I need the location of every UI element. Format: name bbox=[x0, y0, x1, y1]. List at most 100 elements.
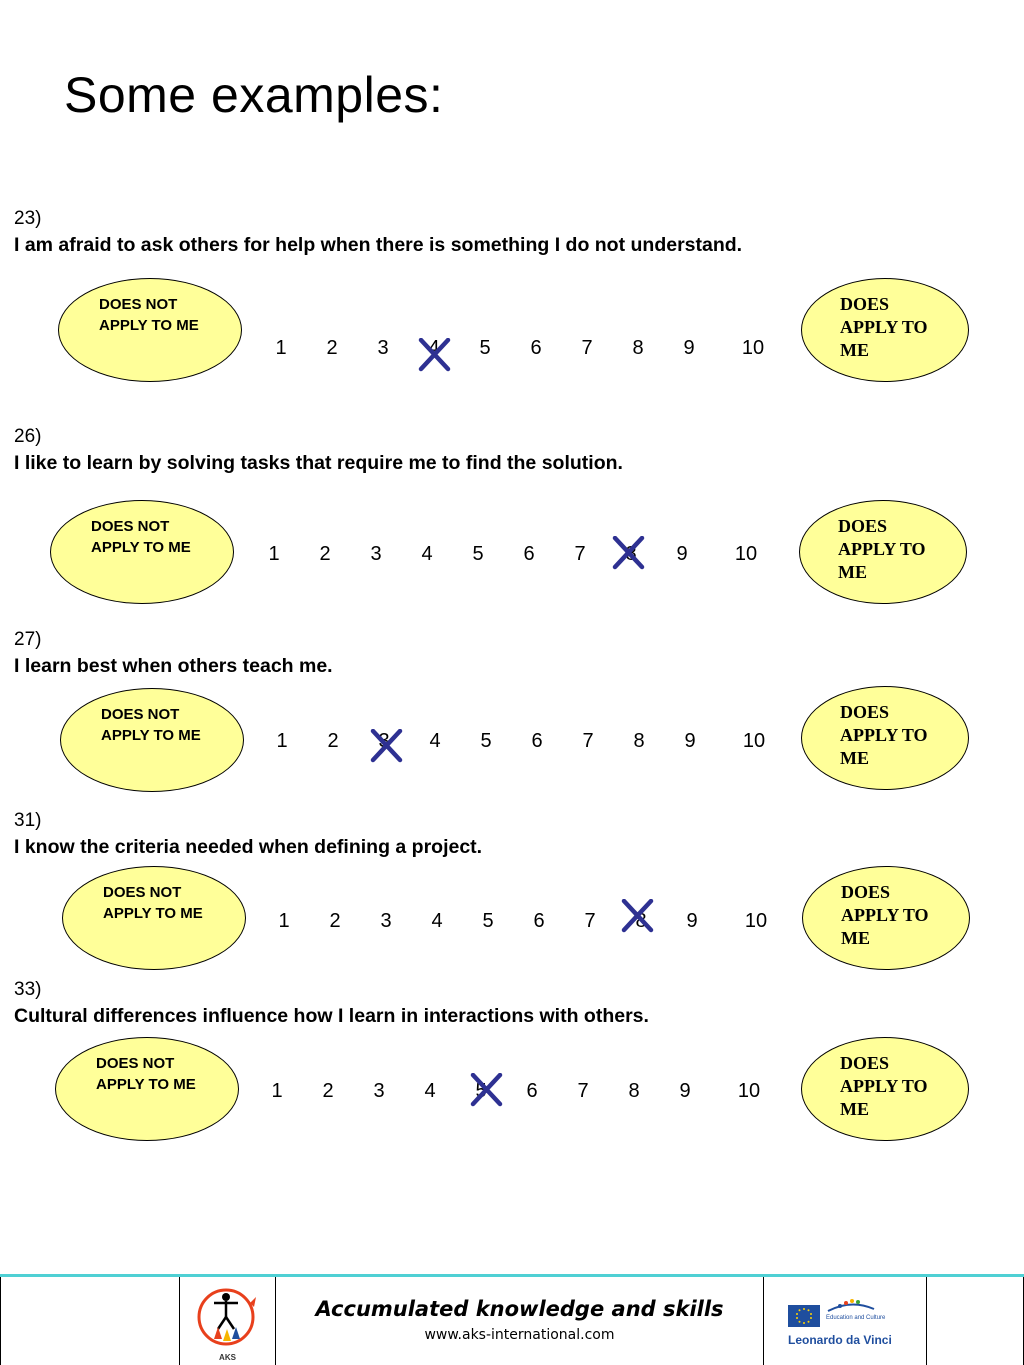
scale-option-9[interactable]: 9 bbox=[676, 543, 688, 565]
scale-option-1[interactable]: 1 bbox=[276, 730, 288, 752]
scale-option-2[interactable]: 2 bbox=[327, 730, 339, 752]
question-text: I learn best when others teach me. bbox=[14, 655, 333, 677]
scale-option-6[interactable]: 6 bbox=[526, 1080, 538, 1102]
question-number: 27) bbox=[14, 629, 42, 650]
selected-x-mark-icon bbox=[612, 536, 646, 570]
scale-option-10[interactable]: 10 bbox=[741, 337, 765, 359]
question-item: 23) I am afraid to ask others for help wh… bbox=[0, 208, 1024, 398]
question-item: 33)Cultural differences influence how I … bbox=[0, 979, 1024, 1169]
question-text: I like to learn by solving tasks that re… bbox=[14, 452, 623, 474]
scale-option-2[interactable]: 2 bbox=[319, 543, 331, 565]
does-not-apply-label: DOES NOT APPLY TO ME bbox=[96, 1055, 196, 1093]
does-not-apply-label: DOES NOT APPLY TO ME bbox=[103, 884, 203, 922]
scale-option-9[interactable]: 9 bbox=[679, 1080, 691, 1102]
scale-option-10[interactable]: 10 bbox=[742, 730, 766, 752]
scale-option-4[interactable]: 4 bbox=[421, 543, 433, 565]
does-not-apply-oval[interactable]: DOES NOT APPLY TO ME bbox=[50, 500, 234, 604]
scale-option-1[interactable]: 1 bbox=[268, 543, 280, 565]
scale-option-1[interactable]: 1 bbox=[275, 337, 287, 359]
scale-option-10[interactable]: 10 bbox=[737, 1080, 761, 1102]
eu-caption: Education and Culture bbox=[826, 1315, 886, 1321]
scale-option-5[interactable]: 5 bbox=[480, 730, 492, 752]
question-number: 23) bbox=[14, 208, 42, 229]
page-title: Some examples: bbox=[64, 67, 444, 123]
question-item: 26) I like to learn by solving tasks that… bbox=[0, 426, 1024, 616]
does-not-apply-label: DOES NOT APPLY TO ME bbox=[101, 706, 201, 744]
scale-option-3[interactable]: 3 bbox=[377, 337, 389, 359]
does-apply-label: DOES APPLY TO ME bbox=[838, 516, 926, 582]
does-apply-oval[interactable]: DOES APPLY TO ME bbox=[801, 1037, 969, 1141]
scale-option-1[interactable]: 1 bbox=[271, 1080, 283, 1102]
scale-option-8[interactable]: 8 bbox=[632, 337, 644, 359]
question-text: I know the criteria needed when defining… bbox=[14, 836, 483, 858]
scale-option-5[interactable]: 5 bbox=[479, 337, 491, 359]
does-not-apply-oval[interactable]: DOES NOT APPLY TO ME bbox=[58, 278, 242, 382]
scale-option-7[interactable]: 7 bbox=[582, 730, 594, 752]
eu-flag-icon bbox=[788, 1305, 820, 1327]
footer-eu-logo-cell: Education and Culture Leonardo da Vinci bbox=[764, 1277, 927, 1365]
scale-option-2[interactable]: 2 bbox=[329, 910, 341, 932]
selected-x-mark-icon bbox=[370, 729, 404, 763]
scale-option-8[interactable]: 8 bbox=[633, 730, 645, 752]
scale-option-7[interactable]: 7 bbox=[584, 910, 596, 932]
selected-x-mark-icon bbox=[470, 1073, 504, 1107]
scale-option-3[interactable]: 3 bbox=[380, 910, 392, 932]
scale-option-2[interactable]: 2 bbox=[322, 1080, 334, 1102]
rating-scale: 1 2 3 4 5 6 7 8 9 10 bbox=[266, 337, 776, 367]
does-not-apply-label: DOES NOT APPLY TO ME bbox=[99, 296, 199, 334]
does-apply-label: DOES APPLY TO ME bbox=[840, 294, 928, 360]
scale-option-5[interactable]: 5 bbox=[472, 543, 484, 565]
scale-option-1[interactable]: 1 bbox=[278, 910, 290, 932]
scale-option-4[interactable]: 4 bbox=[424, 1080, 436, 1102]
leonardo-swoosh-icon bbox=[827, 1299, 875, 1312]
question-number: 31) bbox=[14, 810, 42, 831]
scale-option-6[interactable]: 6 bbox=[533, 910, 545, 932]
scale-option-10[interactable]: 10 bbox=[734, 543, 758, 565]
scale-option-3[interactable]: 3 bbox=[370, 543, 382, 565]
question-number: 26) bbox=[14, 426, 42, 447]
scale-option-2[interactable]: 2 bbox=[326, 337, 338, 359]
footer-title-cell: Accumulated knowledge and skills www.aks… bbox=[276, 1277, 764, 1365]
scale-option-6[interactable]: 6 bbox=[530, 337, 542, 359]
scale-option-6[interactable]: 6 bbox=[531, 730, 543, 752]
does-apply-label: DOES APPLY TO ME bbox=[840, 702, 928, 768]
does-not-apply-oval[interactable]: DOES NOT APPLY TO ME bbox=[55, 1037, 239, 1141]
scale-option-7[interactable]: 7 bbox=[577, 1080, 589, 1102]
scale-option-7[interactable]: 7 bbox=[581, 337, 593, 359]
scale-option-4[interactable]: 4 bbox=[428, 337, 440, 359]
does-apply-label: DOES APPLY TO ME bbox=[841, 882, 929, 948]
footer-aks-logo-cell: AKS bbox=[180, 1277, 276, 1365]
does-apply-oval[interactable]: DOES APPLY TO ME bbox=[801, 686, 969, 790]
question-text: I am afraid to ask others for help when … bbox=[14, 234, 743, 256]
scale-option-8[interactable]: 8 bbox=[628, 1080, 640, 1102]
question-text: Cultural differences influence how I lea… bbox=[14, 1005, 649, 1027]
scale-option-5[interactable]: 5 bbox=[475, 1080, 487, 1102]
scale-option-4[interactable]: 4 bbox=[431, 910, 443, 932]
does-apply-oval[interactable]: DOES APPLY TO ME bbox=[799, 500, 967, 604]
aks-logo-label: AKS bbox=[219, 1353, 236, 1362]
aks-logo-icon bbox=[197, 1288, 256, 1346]
scale-option-10[interactable]: 10 bbox=[744, 910, 768, 932]
footer-empty-cell-right bbox=[927, 1277, 1024, 1365]
scale-option-7[interactable]: 7 bbox=[574, 543, 586, 565]
scale-option-9[interactable]: 9 bbox=[684, 730, 696, 752]
does-apply-oval[interactable]: DOES APPLY TO ME bbox=[801, 278, 969, 382]
footer-url: www.aks-international.com bbox=[424, 1327, 615, 1343]
scale-option-3[interactable]: 3 bbox=[373, 1080, 385, 1102]
footer-title: Accumulated knowledge and skills bbox=[315, 1297, 724, 1321]
scale-option-9[interactable]: 9 bbox=[683, 337, 695, 359]
scale-option-9[interactable]: 9 bbox=[686, 910, 698, 932]
question-item: 31) I know the criteria needed when defin… bbox=[0, 810, 1024, 1000]
scale-option-4[interactable]: 4 bbox=[429, 730, 441, 752]
does-not-apply-oval[interactable]: DOES NOT APPLY TO ME bbox=[60, 688, 244, 792]
does-not-apply-label: DOES NOT APPLY TO ME bbox=[91, 518, 191, 556]
does-apply-label: DOES APPLY TO ME bbox=[840, 1053, 928, 1119]
programme-name: Leonardo da Vinci bbox=[788, 1333, 892, 1347]
scale-option-5[interactable]: 5 bbox=[482, 910, 494, 932]
scale-option-6[interactable]: 6 bbox=[523, 543, 535, 565]
does-apply-oval[interactable]: DOES APPLY TO ME bbox=[802, 866, 970, 970]
does-not-apply-oval[interactable]: DOES NOT APPLY TO ME bbox=[62, 866, 246, 970]
